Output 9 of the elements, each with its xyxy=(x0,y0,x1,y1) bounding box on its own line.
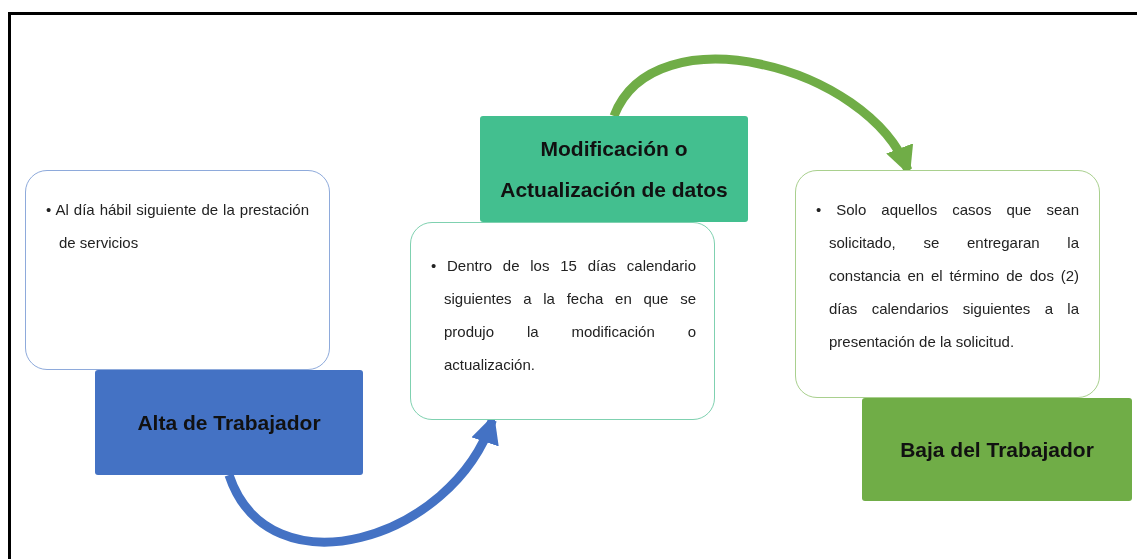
content-card xyxy=(25,170,330,370)
content-card xyxy=(795,170,1100,398)
bullet-text: • Dentro de los 15 días calendario siguientes a la fecha en que se produjo la modificación o actualización. xyxy=(431,256,696,375)
bullet-text: • Solo aquellos casos que sean solicitado, se entregaran la constancia en el término de dos (2) días calendarios siguientes a la presentación de la solicitud. xyxy=(816,200,1079,352)
step-box: Modificación o Actualización de datos xyxy=(480,116,748,222)
content-card xyxy=(410,222,715,420)
bullet-text: • Al día hábil siguiente de la prestación de servicios xyxy=(46,200,309,253)
step-box: Baja del Trabajador xyxy=(862,398,1132,501)
step-box: Alta de Trabajador xyxy=(95,370,363,475)
